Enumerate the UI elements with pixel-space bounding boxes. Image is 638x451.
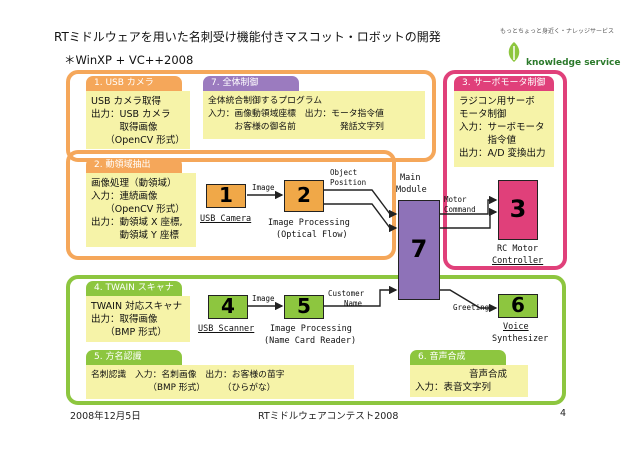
logo-leaf-icon bbox=[508, 42, 520, 62]
module-2-box: 2 bbox=[284, 180, 324, 212]
label-object: Object bbox=[330, 168, 358, 177]
footer-page-number: 4 bbox=[560, 408, 567, 419]
panel-line: 全体統合制御するプログラム bbox=[208, 96, 323, 106]
logo-tagline: もっとちょっと身近く・ナレッジサービス bbox=[500, 28, 615, 35]
panel-servo: ラジコン用サーボ モータ制御 入力：サーボモータ 指令値 出力：A/D 変換出力 bbox=[454, 91, 554, 167]
label-motor: Motor bbox=[444, 195, 467, 204]
panel-tag-voice: 6. 音声合成 bbox=[410, 350, 506, 365]
module-4-box: 4 bbox=[208, 295, 248, 319]
module-7-label-line1: Main bbox=[400, 173, 421, 183]
region-card-reader bbox=[66, 275, 566, 405]
panel-line: 名刺認識 入力：名刺画像 出力：お客様の苗字 bbox=[91, 370, 285, 380]
panel-line: 取得画像 bbox=[91, 122, 158, 133]
panel-line: モータ制御 bbox=[459, 109, 507, 120]
panel-tag-overall: 7. 全体制御 bbox=[203, 76, 299, 91]
label-position: Position bbox=[330, 178, 367, 187]
panel-line: 画像処理（動領域） bbox=[91, 178, 177, 189]
panel-line: 入力：サーボモータ bbox=[459, 122, 545, 133]
module-4-label: USB Scanner bbox=[198, 324, 255, 334]
panel-tag-ocr: 5. 方名認識 bbox=[86, 350, 182, 365]
module-1-box: 1 bbox=[206, 184, 246, 208]
panel-overall: 全体統合制御するプログラム 入力：画像動領域座標 出力：モータ指令値 お客様の御… bbox=[203, 91, 425, 139]
panel-voice: 音声合成 入力：表音文字列 bbox=[410, 365, 528, 397]
panel-tag-usb-camera: 1. USB カメラ bbox=[86, 76, 182, 91]
region-optical-flow bbox=[66, 150, 396, 260]
label-customer: Customer bbox=[328, 289, 365, 298]
panel-line: （BMP 形式） bbox=[91, 327, 167, 338]
environment-note: ＊WinXP + VC++2008 bbox=[64, 53, 194, 67]
module-7-label-line2: Module bbox=[396, 185, 427, 195]
panel-twain: TWAIN 対応スキャナ 出力：取得画像 （BMP 形式） bbox=[86, 296, 190, 342]
panel-line: 音声合成 bbox=[469, 369, 508, 380]
module-7-box: 7 bbox=[398, 200, 440, 300]
label-command: Command bbox=[444, 205, 476, 214]
module-6-label-line2: Synthesizer bbox=[492, 334, 549, 344]
panel-line: 指令値 bbox=[459, 135, 517, 146]
label-greeting: Greeting bbox=[453, 303, 490, 312]
module-6-label-line1: Voice bbox=[503, 322, 529, 332]
logo-name: knowledge service bbox=[526, 58, 621, 68]
module-2-label-line2: (Optical Flow) bbox=[276, 230, 348, 240]
panel-line: 出力：USB カメラ bbox=[91, 109, 171, 120]
label-image-bottom: Image bbox=[252, 294, 275, 303]
panel-line: 動領域 Y 座標 bbox=[91, 230, 179, 241]
panel-tag-motion: 2. 動領域抽出 bbox=[86, 158, 182, 173]
module-5-box: 5 bbox=[284, 295, 324, 319]
region-motor bbox=[443, 70, 567, 270]
panel-line: （OpenCV 形式） bbox=[91, 135, 185, 146]
panel-tag-servo: 3. サーボモータ制御 bbox=[454, 76, 554, 91]
footer-date: 2008年12月5日 bbox=[70, 411, 141, 422]
module-1-label: USB Camera bbox=[200, 214, 252, 224]
panel-line: （OpenCV 形式） bbox=[91, 204, 185, 215]
module-3-label-line2: Controller bbox=[492, 256, 544, 266]
module-3-box: 3 bbox=[498, 180, 538, 240]
panel-line: 出力：取得画像 bbox=[91, 314, 158, 325]
panel-line: 出力：A/D 変換出力 bbox=[459, 148, 546, 159]
panel-line: （BMP 形式） （ひらがな） bbox=[91, 383, 276, 393]
panel-line: ラジコン用サーボ bbox=[459, 96, 535, 107]
module-5-label-line2: (Name Card Reader) bbox=[264, 336, 357, 346]
footer-event: RTミドルウェアコンテスト2008 bbox=[258, 411, 399, 422]
panel-usb-camera: USB カメラ取得 出力：USB カメラ 取得画像 （OpenCV 形式） bbox=[86, 91, 190, 149]
panel-tag-twain: 4. TWAIN スキャナ bbox=[86, 281, 182, 296]
panel-ocr: 名刺認識 入力：名刺画像 出力：お客様の苗字 （BMP 形式） （ひらがな） bbox=[86, 365, 354, 399]
panel-line: 出力：動領域 X 座標, bbox=[91, 217, 183, 228]
region-camera-overall bbox=[66, 70, 436, 162]
panel-line: 入力：画像動領域座標 出力：モータ指令値 bbox=[208, 109, 384, 119]
panel-motion: 画像処理（動領域） 入力：連続画像 （OpenCV 形式） 出力：動領域 X 座… bbox=[86, 173, 196, 247]
slide-title: RTミドルウェアを用いた名刺受け機能付きマスコット・ロボットの開発 bbox=[54, 30, 441, 44]
panel-line: USB カメラ取得 bbox=[91, 96, 162, 107]
module-2-label-line1: Image Processing bbox=[268, 218, 350, 228]
module-5-label-line1: Image Processing bbox=[270, 324, 352, 334]
panel-line: 入力：表音文字列 bbox=[415, 382, 492, 393]
panel-line: お客様の御名前 発話文字列 bbox=[208, 122, 384, 132]
module-6-box: 6 bbox=[498, 294, 538, 318]
label-name: Name bbox=[344, 299, 363, 308]
label-image-top: Image bbox=[252, 183, 275, 192]
panel-line: TWAIN 対応スキャナ bbox=[91, 301, 183, 312]
module-3-label-line1: RC Motor bbox=[497, 244, 538, 254]
panel-line: 入力：連続画像 bbox=[91, 191, 158, 202]
